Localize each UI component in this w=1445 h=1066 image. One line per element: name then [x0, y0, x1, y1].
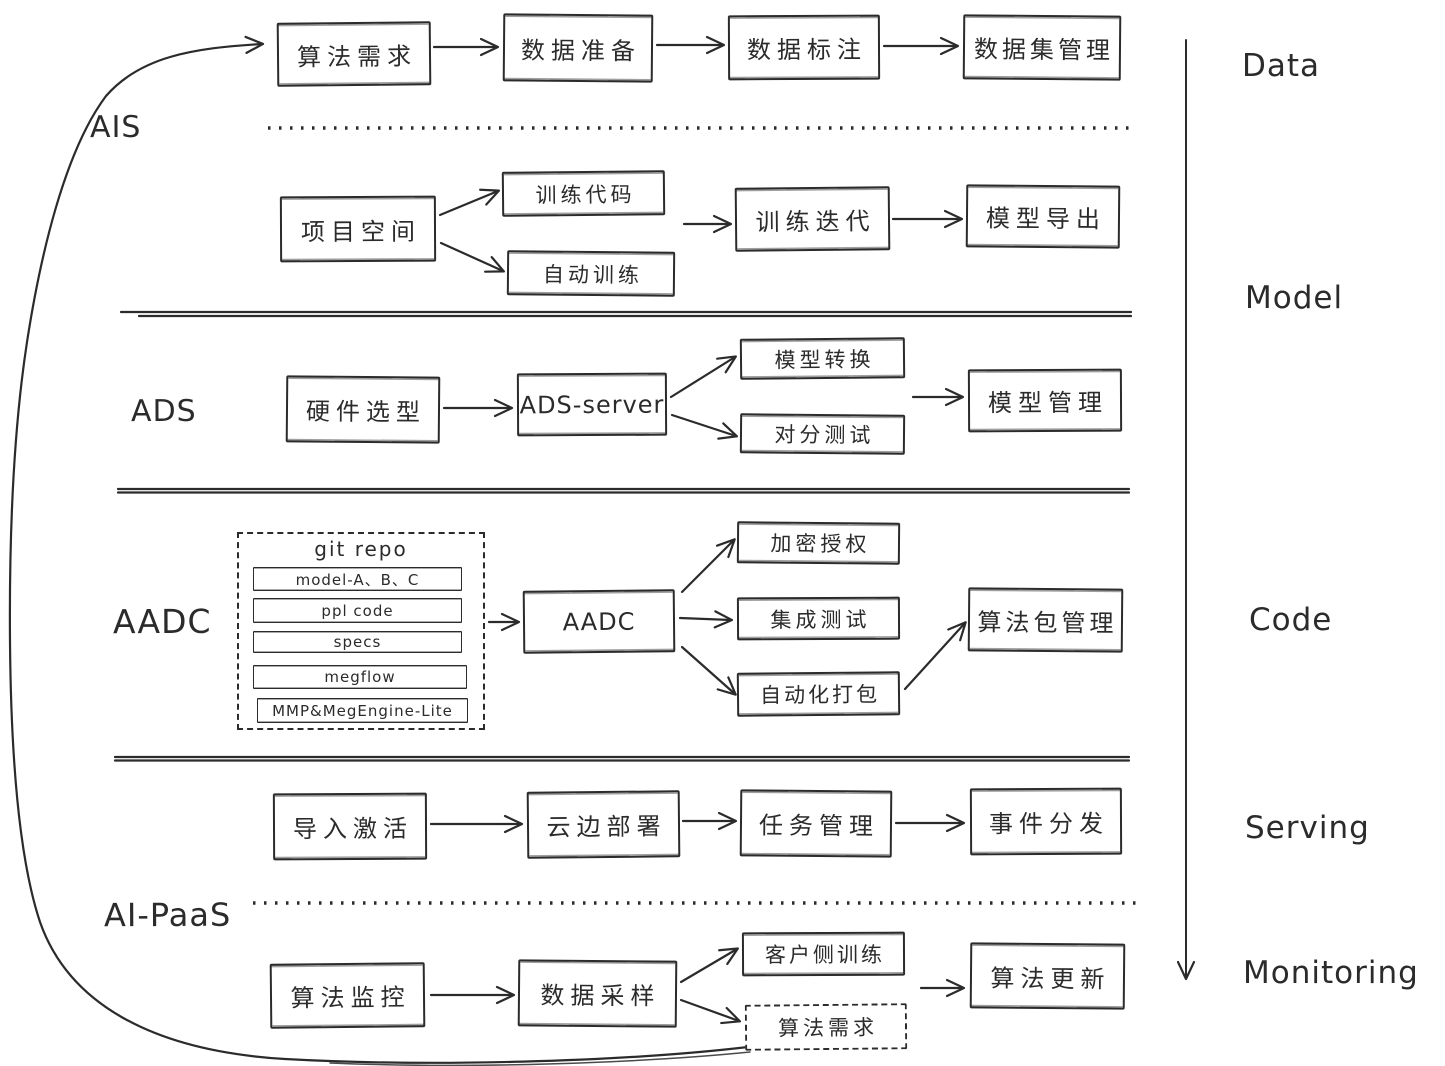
node-import-activation: 导入激活 [272, 792, 428, 861]
node-algo-requirement: 算法需求 [276, 21, 432, 87]
node-data-sampling: 数据采样 [517, 959, 678, 1028]
stage-label-data: Data [1242, 48, 1321, 84]
separator-line [113, 755, 1131, 762]
separator-line [119, 310, 1133, 318]
node-algo-update: 算法更新 [969, 942, 1126, 1010]
repo-item-ppl-code: ppl code [253, 598, 462, 623]
git-repo-group: git repo model-A、B、C ppl code specs megf… [237, 532, 485, 730]
node-model-management: 模型管理 [967, 368, 1123, 433]
stage-label-serving: Serving [1245, 810, 1370, 846]
separator-line [116, 487, 1131, 494]
node-automated-packaging: 自动化打包 [736, 671, 901, 717]
lane-label-ai-paas: AI-PaaS [103, 895, 232, 935]
node-dataset-management: 数据集管理 [962, 14, 1122, 81]
repo-item-megflow: megflow [253, 665, 467, 689]
node-project-space: 项目空间 [279, 195, 437, 263]
git-repo-title: git repo [314, 537, 408, 561]
node-data-preparation: 数据准备 [502, 13, 654, 83]
node-algo-requirement-feedback: 算法需求 [744, 1003, 908, 1051]
node-model-export: 模型导出 [965, 184, 1121, 249]
node-integration-test: 集成测试 [736, 596, 901, 641]
node-cloud-edge-deployment: 云边部署 [526, 790, 681, 859]
stage-label-code: Code [1249, 602, 1333, 638]
repo-item-specs: specs [253, 631, 462, 653]
node-algo-package-management: 算法包管理 [967, 587, 1124, 653]
stage-label-monitoring: Monitoring [1243, 955, 1419, 991]
node-task-management: 任务管理 [739, 789, 893, 858]
node-bisection-test: 对分测试 [739, 413, 906, 455]
repo-item-mmp-megengine-lite: MMP&MegEngine-Lite [257, 698, 468, 723]
lane-label-ais: AIS [89, 109, 142, 146]
node-model-conversion: 模型转换 [739, 337, 906, 380]
node-ads-server: ADS-server [516, 372, 668, 437]
node-training-iteration: 训练迭代 [734, 186, 891, 252]
lane-label-aadc: AADC [112, 601, 212, 642]
node-hardware-selection: 硬件选型 [285, 375, 441, 444]
node-auto-training: 自动训练 [506, 250, 676, 297]
node-aadc: AADC [522, 589, 676, 654]
node-client-side-training: 客户侧训练 [741, 931, 906, 977]
stage-label-model: Model [1245, 280, 1344, 316]
node-event-dispatch: 事件分发 [969, 787, 1123, 856]
feedback-loop-arrow [8, 35, 750, 1064]
node-training-code: 训练代码 [501, 170, 666, 217]
node-encryption-authorization: 加密授权 [736, 521, 901, 565]
repo-item-model-abc: model-A、B、C [253, 567, 462, 591]
lane-label-ads: ADS [130, 393, 197, 430]
node-data-annotation: 数据标注 [727, 14, 881, 81]
node-algo-monitoring: 算法监控 [269, 962, 426, 1029]
